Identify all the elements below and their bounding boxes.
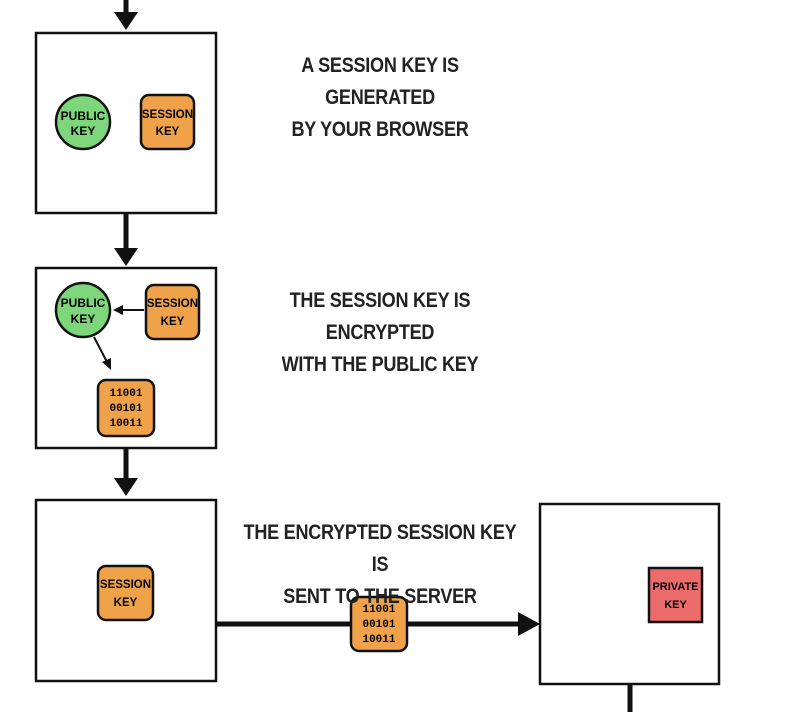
step3-caption-line1: THE ENCRYPTED SESSION KEY IS: [243, 521, 517, 576]
step2-public-key: PUBLIC KEY: [54, 281, 112, 339]
step2-bits-row3: 10011: [109, 418, 142, 430]
arrow-step2-to-step3: [114, 448, 138, 496]
step2-arrow-session-to-public: [113, 305, 144, 315]
private-key: PRIVATE KEY: [647, 566, 704, 624]
step1-caption-line2: BY YOUR BROWSER: [291, 118, 469, 141]
private-key-line1: PRIVATE: [652, 581, 698, 593]
step1-caption-line1: A SESSION KEY IS GENERATED: [301, 54, 459, 109]
step2-caption: THE SESSION KEY IS ENCRYPTED WITH THE PU…: [242, 285, 517, 381]
step1-session-key: SESSION KEY: [139, 93, 196, 151]
arrow-in-top: [114, 0, 138, 30]
step2-encrypted-key: 11001 00101 10011: [96, 378, 156, 438]
step2-caption-line2: WITH THE PUBLIC KEY: [281, 353, 479, 376]
step3-caption-line2: SENT TO THE SERVER: [283, 585, 477, 608]
arrow-step1-to-step2: [114, 213, 138, 266]
step3-bits-row2: 00101: [362, 619, 395, 631]
step2-public-key-line1: PUBLIC: [61, 296, 106, 310]
step3-bits-row1: 11001: [362, 604, 395, 616]
step1-caption: A SESSION KEY IS GENERATED BY YOUR BROWS…: [251, 50, 509, 146]
step3-session-key-line1: SESSION: [100, 579, 151, 591]
step1-session-key-line2: KEY: [156, 126, 180, 138]
step2-session-key-line1: SESSION: [147, 298, 198, 310]
private-key-line2: KEY: [664, 599, 687, 611]
step1-session-key-line1: SESSION: [142, 109, 193, 121]
step2-caption-line1: THE SESSION KEY IS ENCRYPTED: [289, 289, 471, 344]
step2-public-key-line2: KEY: [71, 312, 96, 326]
step3-bits-row3: 10011: [362, 634, 395, 646]
step2-bits-row2: 00101: [109, 403, 142, 415]
step1-public-key: PUBLIC KEY: [54, 93, 112, 151]
step1-public-key-line2: KEY: [71, 124, 96, 138]
step3-session-key-line2: KEY: [114, 597, 138, 609]
step2-session-key-line2: KEY: [161, 316, 185, 328]
step2-bits-row1: 11001: [109, 388, 142, 400]
step2-arrow-public-to-encrypted: [93, 336, 111, 370]
step1-public-key-line1: PUBLIC: [61, 109, 106, 123]
step3-caption: THE ENCRYPTED SESSION KEY IS SENT TO THE…: [242, 517, 517, 613]
step3-encrypted-key: 11001 00101 10011: [349, 595, 409, 653]
step3-session-key: SESSION KEY: [96, 564, 155, 622]
step2-session-key: SESSION KEY: [144, 283, 201, 341]
